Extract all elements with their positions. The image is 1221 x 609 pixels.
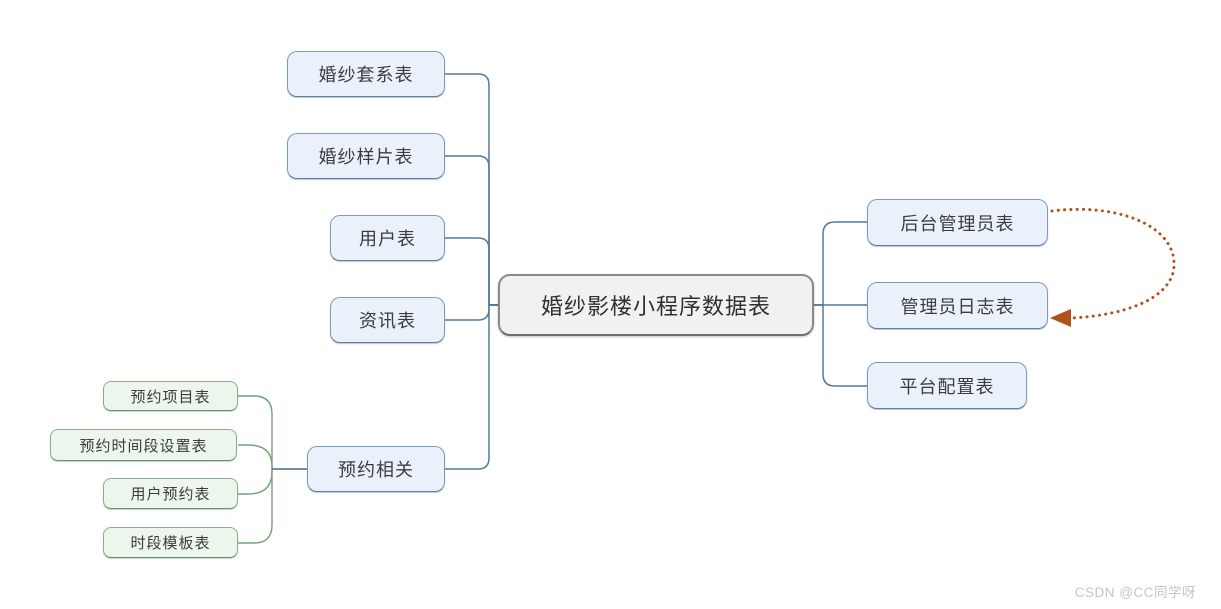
relation-arrow bbox=[1050, 207, 1176, 320]
node-user-table: 用户表 bbox=[330, 215, 445, 261]
node-booking-timeslot-setting-table: 预约时间段设置表 bbox=[50, 429, 237, 461]
connector-dress-package bbox=[445, 73, 498, 306]
connector-dress-sample bbox=[445, 155, 498, 306]
node-admin-log-table: 管理员日志表 bbox=[867, 282, 1048, 329]
node-booking-related: 预约相关 bbox=[307, 446, 445, 492]
connector-timeslot-template bbox=[238, 469, 273, 544]
node-platform-config-table: 平台配置表 bbox=[867, 362, 1027, 409]
connector-user-booking bbox=[238, 469, 273, 495]
connector-booking-item bbox=[238, 395, 273, 469]
node-admin-table: 后台管理员表 bbox=[867, 199, 1048, 246]
node-booking-item-table: 预约项目表 bbox=[103, 381, 238, 411]
csdn-watermark: CSDN @CC同学呀 bbox=[1074, 585, 1196, 600]
connector-admin-table bbox=[814, 221, 867, 306]
node-user-booking-table: 用户预约表 bbox=[103, 478, 238, 509]
connector-booking-related bbox=[445, 304, 498, 470]
node-timeslot-template-table: 时段模板表 bbox=[103, 527, 238, 558]
connector-user-table bbox=[445, 237, 498, 306]
node-root: 婚纱影楼小程序数据表 bbox=[498, 274, 814, 336]
node-dress-sample-table: 婚纱样片表 bbox=[287, 133, 445, 179]
node-dress-package-table: 婚纱套系表 bbox=[287, 51, 445, 97]
relation-arrowhead-icon bbox=[1050, 309, 1071, 327]
node-news-table: 资讯表 bbox=[330, 297, 445, 343]
connector-booking-timeslot-setting bbox=[238, 444, 273, 469]
connector-news-table bbox=[445, 304, 498, 321]
connector-platform-config-table bbox=[814, 304, 867, 387]
